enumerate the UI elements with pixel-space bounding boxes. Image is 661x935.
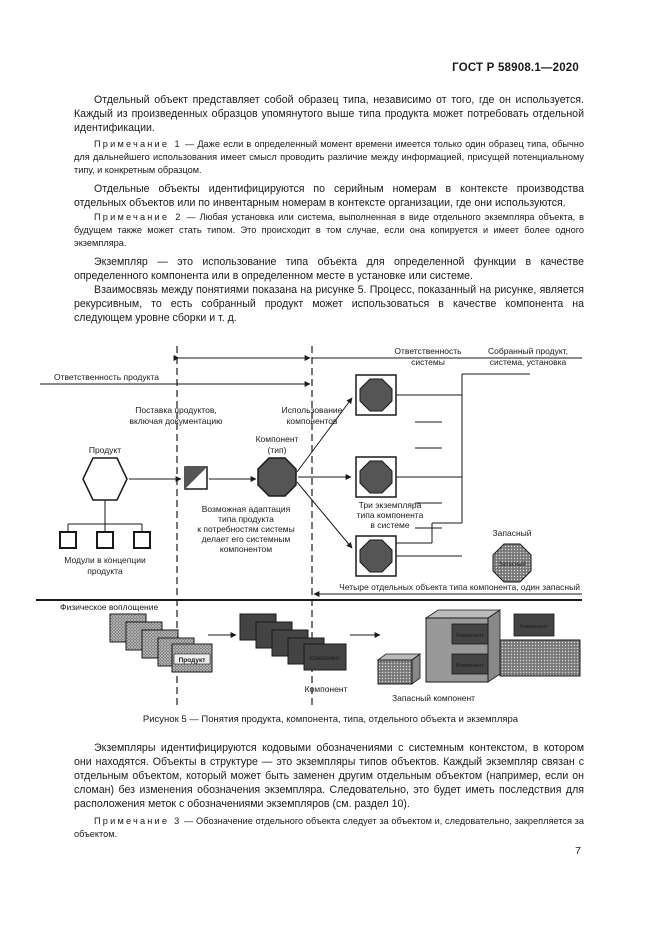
label-supply-2: включая документацию <box>129 416 223 426</box>
label-three-instances-2: типа компонента <box>357 510 424 520</box>
assembled-system-block: Компонент Компонент Компонент <box>424 609 581 683</box>
label-adaptation-5: компонентом <box>220 544 272 554</box>
note-1-text: — Даже если в определенный момент времен… <box>74 139 584 175</box>
label-assembled-product-2: система, установка <box>490 357 567 367</box>
label-system-responsibility-2: системы <box>411 357 445 367</box>
instance-3 <box>355 535 397 577</box>
note-1: Примечание 1 — Даже если в определенный … <box>74 138 584 177</box>
label-product-responsibility: Ответственность продукта <box>54 372 159 382</box>
label-three-instances: Три экземпляра <box>359 500 422 510</box>
note-3: Примечание 3 — Обозначение отдельного об… <box>74 815 584 841</box>
figure-caption: Рисунок 5 — Понятия продукта, компонента… <box>142 714 519 725</box>
label-supply: Поставка продуктов, <box>135 405 216 415</box>
instance-2 <box>355 456 397 498</box>
product-stack: Продукт <box>109 613 213 673</box>
label-use-2: компонентов <box>287 416 338 426</box>
system-block-label-2: Компонент <box>456 663 484 669</box>
paragraph-individual-object: Отдельный объект представляет собой обра… <box>74 94 584 134</box>
note-1-label: Примечание 1 <box>94 139 182 149</box>
label-four-objects: Четыре отдельных объекта типа компонента… <box>339 582 580 592</box>
label-spare: Запасный <box>493 528 532 538</box>
module-square-2 <box>96 531 114 549</box>
note-3-text: — Обозначение отдельного объекта следует… <box>74 816 584 839</box>
paragraph-figure-reference: Взаимосвязь между понятиями показана на … <box>74 284 584 324</box>
component-type-octagon <box>257 457 297 497</box>
paragraph-instances-identification: Экземпляры идентифицируются кодовыми обо… <box>74 742 584 810</box>
label-modules: Модули в концепции <box>64 555 146 565</box>
label-assembled-product: Собранный продукт, <box>488 346 568 356</box>
spare-component-cube <box>376 653 422 685</box>
product-box-label: Продукт <box>179 657 206 664</box>
note-2-label: Примечание 2 <box>94 212 183 222</box>
label-spare-component: Запасный компонент <box>392 693 475 703</box>
figure-5-diagram: Ответственность продукта Ответственность… <box>36 346 582 706</box>
spare-octagon <box>492 543 532 583</box>
label-three-instances-3: в системе <box>370 520 409 530</box>
module-square-3 <box>133 531 151 549</box>
arrow-to-instance-3 <box>296 481 353 549</box>
note-3-label: Примечание 3 <box>94 816 182 826</box>
label-component-type-2: (тип) <box>268 445 287 455</box>
note-2-text: — Любая установка или система, выполненн… <box>74 212 585 248</box>
label-physical: Физическое воплощение <box>60 602 158 612</box>
component-box-label: Компонент <box>310 656 341 662</box>
system-block-label-3: Компонент <box>520 624 548 630</box>
label-component: Компонент <box>305 684 348 694</box>
note-2: Примечание 2 — Любая установка или систе… <box>74 211 584 250</box>
spare-octagon-label: Запасный <box>498 561 526 568</box>
label-product: Продукт <box>89 445 121 455</box>
label-modules-2: продукта <box>87 566 123 576</box>
paragraph-serial-numbers: Отдельные объекты идентифицируются по се… <box>74 183 584 209</box>
header-standard-code: ГОСТ Р 58908.1—2020 <box>452 62 579 74</box>
label-adaptation-4: делает его системным <box>202 534 291 544</box>
label-adaptation-3: к потребностям системы <box>197 524 294 534</box>
module-square-1 <box>59 531 77 549</box>
paragraph-instance-definition: Экземпляр — это использование типа объек… <box>74 256 584 282</box>
page-number: 7 <box>575 845 581 857</box>
instance-1 <box>355 374 397 416</box>
system-block-label-1: Компонент <box>456 633 484 639</box>
arrow-to-instance-1 <box>296 397 353 473</box>
label-component-type: Компонент <box>256 434 299 444</box>
product-hexagon <box>82 457 128 501</box>
label-use: Использование <box>282 405 343 415</box>
component-stack: Компонент <box>239 613 347 671</box>
label-adaptation-2: типа продукта <box>218 514 274 524</box>
label-adaptation: Возможная адаптация <box>202 504 291 514</box>
adaptation-square-shade <box>185 467 207 489</box>
label-system-responsibility: Ответственность <box>394 346 462 356</box>
